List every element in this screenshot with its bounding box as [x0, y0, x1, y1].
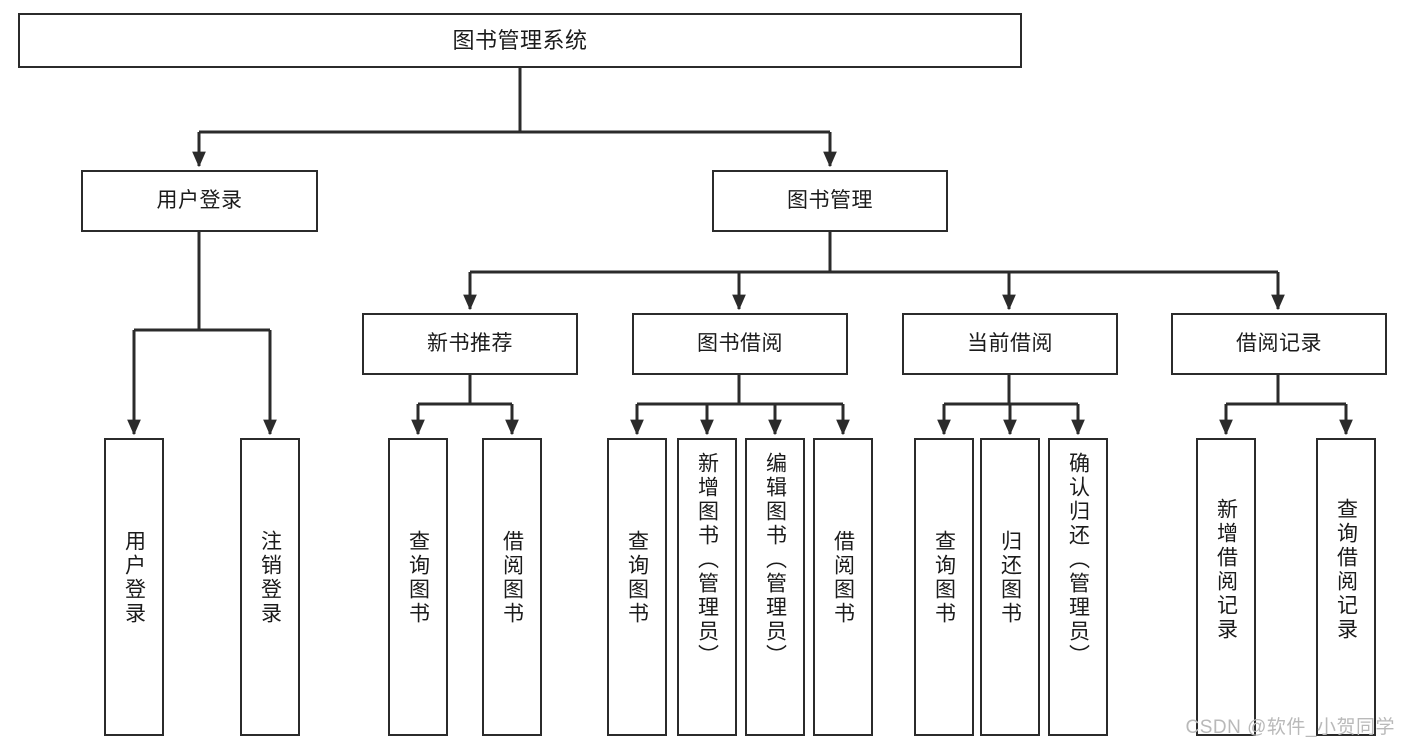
node-borrow-record[interactable]: 借阅记录: [1171, 313, 1387, 375]
node-new-book-recommend[interactable]: 新书推荐: [362, 313, 578, 375]
node-user-login-label: 用户登录: [156, 188, 243, 212]
node-user-login[interactable]: 用户登录: [81, 170, 318, 232]
leaf-new-book-borrow-label: 借阅图书: [500, 530, 524, 626]
leaf-user-login-login[interactable]: 用户登录: [104, 438, 164, 736]
node-borrow-record-label: 借阅记录: [1236, 331, 1322, 355]
leaf-new-book-query-label: 查询图书: [406, 530, 430, 626]
node-book-borrow-label: 图书借阅: [697, 331, 783, 355]
node-current-borrow-label: 当前借阅: [967, 331, 1053, 355]
leaf-book-borrow-query-label: 查询图书: [625, 530, 649, 626]
leaf-current-borrow-return-label: 归还图书: [998, 530, 1022, 626]
leaf-current-borrow-return[interactable]: 归还图书: [980, 438, 1040, 736]
leaf-book-borrow-query[interactable]: 查询图书: [607, 438, 667, 736]
node-root-system[interactable]: 图书管理系统: [18, 13, 1022, 68]
leaf-new-book-borrow[interactable]: 借阅图书: [482, 438, 542, 736]
leaf-book-borrow-lend[interactable]: 借阅图书: [813, 438, 873, 736]
node-root-system-label: 图书管理系统: [452, 27, 588, 53]
node-book-borrow[interactable]: 图书借阅: [632, 313, 848, 375]
leaf-user-login-logout-label: 注销登录: [258, 530, 282, 626]
leaf-current-borrow-query-label: 查询图书: [932, 530, 956, 626]
node-new-book-recommend-label: 新书推荐: [427, 331, 513, 355]
leaf-book-borrow-edit-label: 编辑图书（管理员）: [763, 452, 787, 668]
leaf-borrow-record-query[interactable]: 查询借阅记录: [1316, 438, 1376, 736]
leaf-borrow-record-add[interactable]: 新增借阅记录: [1196, 438, 1256, 736]
leaf-book-borrow-edit[interactable]: 编辑图书（管理员）: [745, 438, 805, 736]
leaf-user-login-login-label: 用户登录: [122, 530, 146, 626]
leaf-borrow-record-add-label: 新增借阅记录: [1214, 498, 1238, 642]
leaf-current-borrow-confirm[interactable]: 确认归还（管理员）: [1048, 438, 1108, 736]
leaf-user-login-logout[interactable]: 注销登录: [240, 438, 300, 736]
leaf-borrow-record-query-label: 查询借阅记录: [1334, 498, 1358, 642]
leaf-new-book-query[interactable]: 查询图书: [388, 438, 448, 736]
node-current-borrow[interactable]: 当前借阅: [902, 313, 1118, 375]
leaf-book-borrow-add-label: 新增图书（管理员）: [695, 452, 719, 668]
leaf-current-borrow-confirm-label: 确认归还（管理员）: [1066, 452, 1090, 668]
leaf-book-borrow-add[interactable]: 新增图书（管理员）: [677, 438, 737, 736]
leaf-book-borrow-lend-label: 借阅图书: [831, 530, 855, 626]
node-book-manage[interactable]: 图书管理: [712, 170, 948, 232]
leaf-current-borrow-query[interactable]: 查询图书: [914, 438, 974, 736]
node-book-manage-label: 图书管理: [787, 188, 873, 212]
